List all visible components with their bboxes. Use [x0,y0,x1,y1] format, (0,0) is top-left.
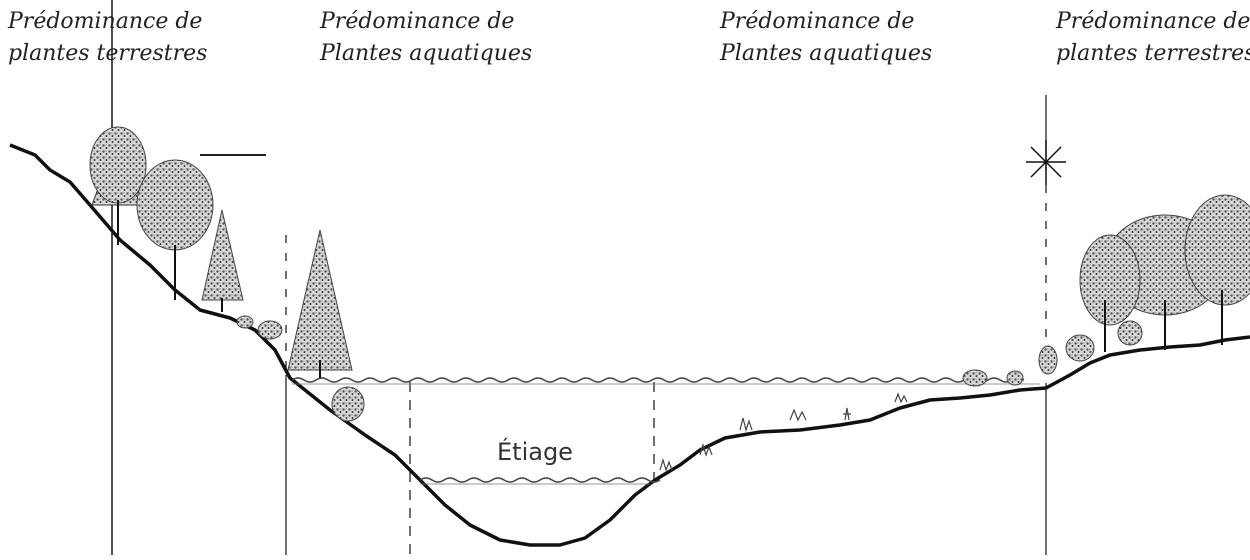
low-water-label: Étiage [497,438,573,466]
zone-label-line1: Prédominance de [1056,9,1250,34]
zone-label-line2: Plantes aquatiques [320,41,533,66]
zone-label-terrestrial-left: Prédominance de plantes terrestres [8,6,207,70]
aquatic-plant-icon [659,392,908,472]
zone-label-line1: Prédominance de [720,9,915,34]
sun-star-icon [1026,140,1066,185]
zone-label-aquatic-right: Prédominance de Plantes aquatiques [720,6,932,70]
conifer-tree-icon [89,126,147,245]
conifer-tree-icon [201,209,244,312]
shrub-icon [331,386,365,422]
ground-profile [9,143,1250,547]
zone-label-line2: plantes terrestres [1056,41,1250,66]
deciduous-tree-icon [1079,194,1250,352]
zone-label-line2: Plantes aquatiques [720,41,933,66]
zone-label-terrestrial-right: Prédominance de plantes terrestres [1056,6,1250,70]
zone-label-line1: Prédominance de [320,9,515,34]
deciduous-tree-icon [136,159,214,300]
zone-label-aquatic-left: Prédominance de Plantes aquatiques [320,6,532,70]
zone-label-line2: plantes terrestres [8,41,208,66]
zone-label-line1: Prédominance de [8,9,203,34]
shrub-icon [962,320,1143,387]
high-water-line [291,377,1025,383]
low-water-line [419,477,661,483]
conifer-tree-icon [287,229,353,378]
shrub-icon [236,315,283,340]
